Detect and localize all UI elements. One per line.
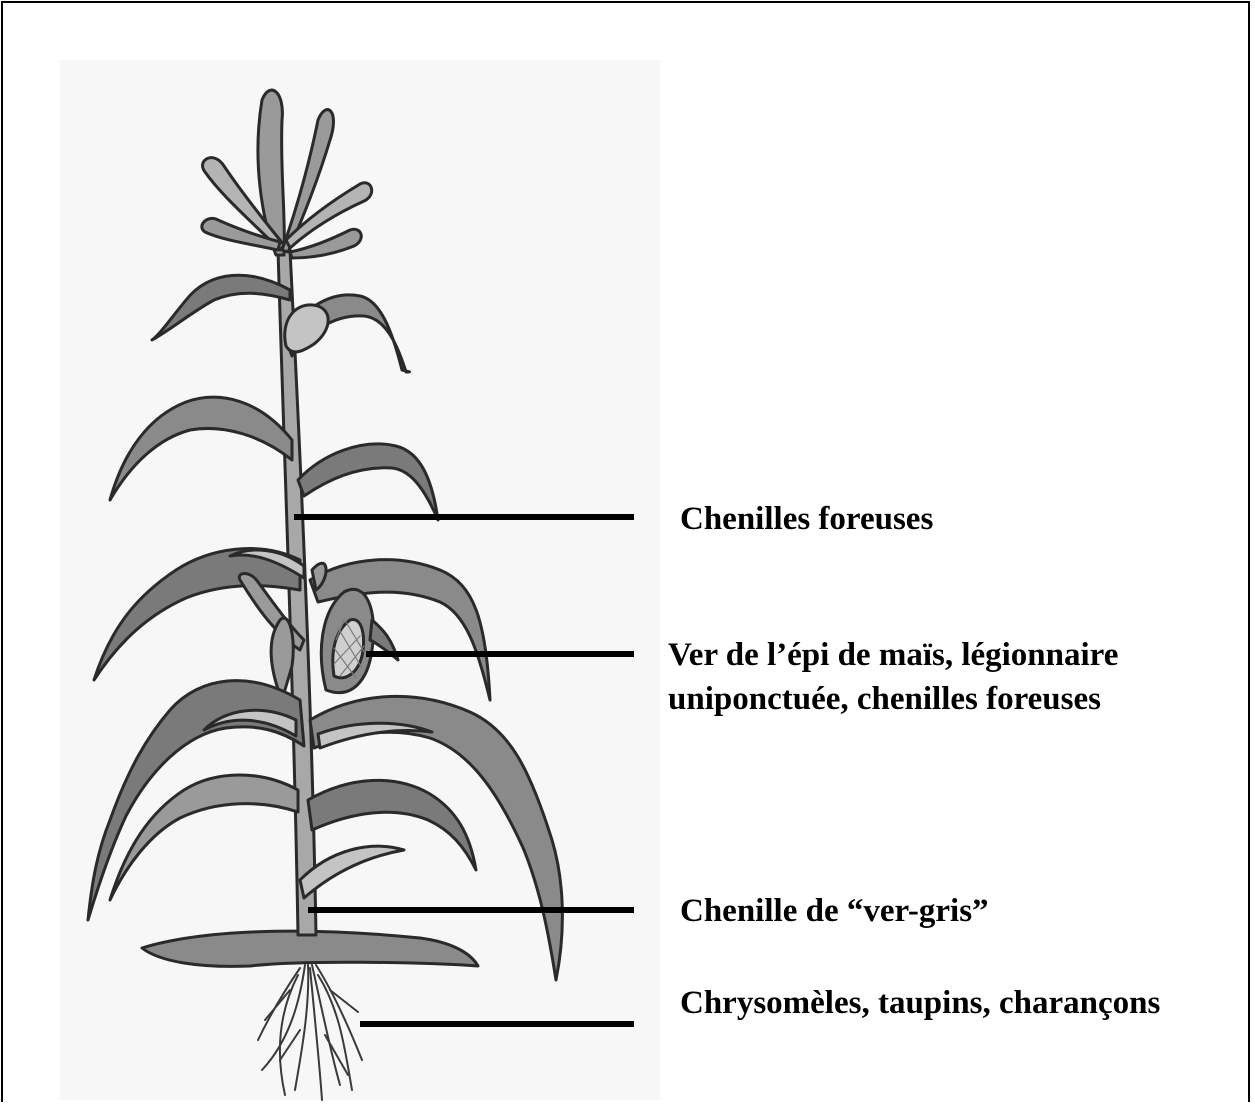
corn-plant-illustration: [88, 90, 562, 1100]
leaf: [110, 397, 292, 500]
label-line: Ver de l’épi de maïs, légionnaire: [668, 633, 1118, 677]
label-line: Chenilles foreuses: [680, 497, 933, 541]
leaf: [298, 444, 438, 520]
label-chenilles-foreuses: Chenilles foreuses: [680, 497, 933, 541]
corn-ear: [321, 589, 398, 692]
label-line: uniponctuée, chenilles foreuses: [668, 677, 1118, 721]
leaf: [285, 305, 328, 352]
tassel: [202, 90, 372, 258]
label-chrysomeles: Chrysomèles, taupins, charançons: [680, 981, 1160, 1025]
leaf: [152, 275, 290, 340]
label-line: Chrysomèles, taupins, charançons: [680, 981, 1160, 1025]
label-chenille-ver-gris: Chenille de “ver-gris”: [680, 889, 989, 933]
label-ver-de-l-epi: Ver de l’épi de maïs, légionnaire unipon…: [668, 633, 1118, 721]
roots: [258, 965, 362, 1100]
label-line: Chenille de “ver-gris”: [680, 889, 989, 933]
